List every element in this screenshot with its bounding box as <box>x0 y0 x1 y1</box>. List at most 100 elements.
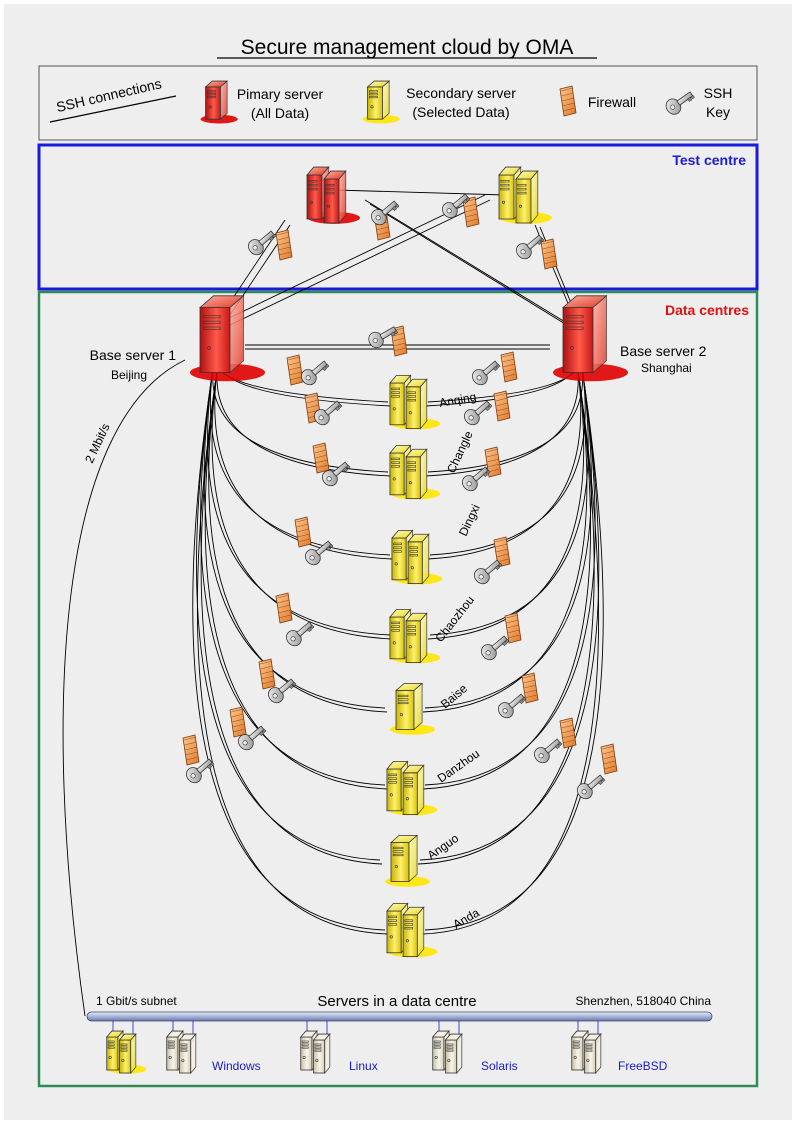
firewall-11 <box>484 446 502 478</box>
base-server-2-name: Base server 2 <box>620 343 707 359</box>
firewall-17 <box>521 672 539 704</box>
link-base1-anguo-b <box>200 356 383 865</box>
address-label: Shenzhen, 518040 China <box>576 994 712 1008</box>
server-anqing <box>389 374 441 430</box>
link-base2-baise-b <box>422 356 588 713</box>
firewall-10 <box>312 442 330 474</box>
ssh-key-1 <box>248 230 277 256</box>
ssh-connections <box>62 189 604 1017</box>
legend-secondary-label: Secondary server <box>406 85 516 101</box>
servers-in-data-centre-label: Servers in a data centre <box>317 993 476 1010</box>
ssh-key-14 <box>286 621 315 647</box>
legend-ssh-key-sublabel: Key <box>706 104 730 120</box>
firewall-4 <box>540 238 558 270</box>
link-base2-baise <box>424 354 592 709</box>
link-base1-baise-b <box>208 356 388 713</box>
link-base1-dingxi <box>209 354 391 556</box>
link-base2-chaozhou <box>429 354 589 636</box>
ssh-key-15 <box>481 635 510 661</box>
ssh-key-8 <box>314 400 343 426</box>
legend-icons <box>200 80 695 124</box>
ssh-key-20 <box>186 758 215 784</box>
os-label-linux: Linux <box>349 1059 378 1073</box>
bottom-server-group-1 <box>105 1029 147 1075</box>
test-secondary-server <box>498 165 552 225</box>
test-centre-region <box>37 143 759 291</box>
firewall-5 <box>390 325 408 357</box>
link-base1-baise <box>203 354 386 709</box>
firewall-14 <box>275 592 293 624</box>
link-base1-anda <box>192 354 386 931</box>
ssh-key-12 <box>305 540 334 566</box>
ssh-key-4 <box>516 234 545 260</box>
ssh-key-11 <box>462 466 491 492</box>
link-test1-test2 <box>334 189 506 196</box>
data-centres-label: Data centres <box>665 302 749 318</box>
ssh-key-21 <box>577 774 606 800</box>
base-server-2-city: Shanghai <box>641 361 692 375</box>
os-label-solaris: Solaris <box>481 1059 518 1073</box>
link-base1-anda-b <box>196 356 388 935</box>
firewall-6 <box>286 354 304 386</box>
server-anda <box>386 902 438 958</box>
server-danzhou <box>386 760 438 816</box>
bottom-server-group-linux <box>299 1029 331 1075</box>
link-base1-danzhou <box>200 354 386 786</box>
subnet-label: 1 Gbit/s subnet <box>96 994 177 1008</box>
link-base2-changle-b <box>425 356 579 477</box>
link-base2-danzhou-b <box>422 356 591 790</box>
firewall-21 <box>600 743 618 775</box>
icons-layer <box>182 165 628 958</box>
ssh-key-9 <box>464 400 493 426</box>
ssh-key-5 <box>368 326 399 349</box>
legend-ssh-key-label: SSH <box>704 85 733 101</box>
firewall-19 <box>559 717 577 749</box>
test-primary-server <box>306 165 360 225</box>
firewall-3 <box>462 196 480 228</box>
ssh-key-16 <box>268 678 297 704</box>
legend-primary-sublabel: (All Data) <box>251 105 309 121</box>
bottom-server-group-freebsd <box>570 1029 602 1075</box>
ssh-key-19 <box>534 738 563 764</box>
city-labels: Anqing Changle Dingxi Chaozhou Baise Dan… <box>425 390 483 932</box>
legend-ssh-key-icon <box>665 91 695 115</box>
link-base1-dingxi-b <box>214 356 393 560</box>
base-server-1 <box>190 294 265 382</box>
ssh-key-10 <box>322 461 351 487</box>
firewall-1 <box>275 229 293 261</box>
city-label-anqing: Anqing <box>438 390 477 410</box>
ssh-key-2 <box>371 200 400 226</box>
link-base1-subnet <box>62 359 186 1017</box>
ssh-key-3 <box>442 193 471 219</box>
subnet-bus <box>86 1011 713 1022</box>
ssh-key-17 <box>498 693 527 719</box>
legend-firewall-icon <box>559 85 577 117</box>
server-chaozhou <box>389 608 441 664</box>
link-base1-chaozhou <box>207 354 391 636</box>
firewall-15 <box>504 612 522 644</box>
legend-connection-line <box>49 95 177 123</box>
link-test1-base2-b <box>369 203 576 331</box>
firewall-18 <box>229 706 247 738</box>
firewall-9 <box>493 390 511 422</box>
firewall-7 <box>500 351 518 383</box>
base-server-2 <box>553 294 628 382</box>
os-label-windows: Windows <box>212 1059 261 1073</box>
bottom-server-group-windows <box>165 1029 197 1075</box>
server-anguo <box>385 834 430 887</box>
legend-box <box>38 65 758 141</box>
ssh-key-13 <box>474 559 503 585</box>
link-base1-danzhou-b <box>204 356 388 790</box>
os-label-freebsd: FreeBSD <box>618 1059 668 1073</box>
legend-secondary-server-icon <box>362 80 400 124</box>
bottom-server-group-solaris <box>431 1029 463 1075</box>
link-base2-anguo <box>419 354 600 861</box>
link-test2-base1-b <box>229 199 491 326</box>
test-centre-label: Test centre <box>672 152 746 168</box>
legend-primary-label: Pimary server <box>237 86 324 102</box>
link-base2-dingxi-b <box>427 356 582 560</box>
link-test2-base1 <box>224 194 486 321</box>
link-base1-anguo <box>196 354 381 861</box>
